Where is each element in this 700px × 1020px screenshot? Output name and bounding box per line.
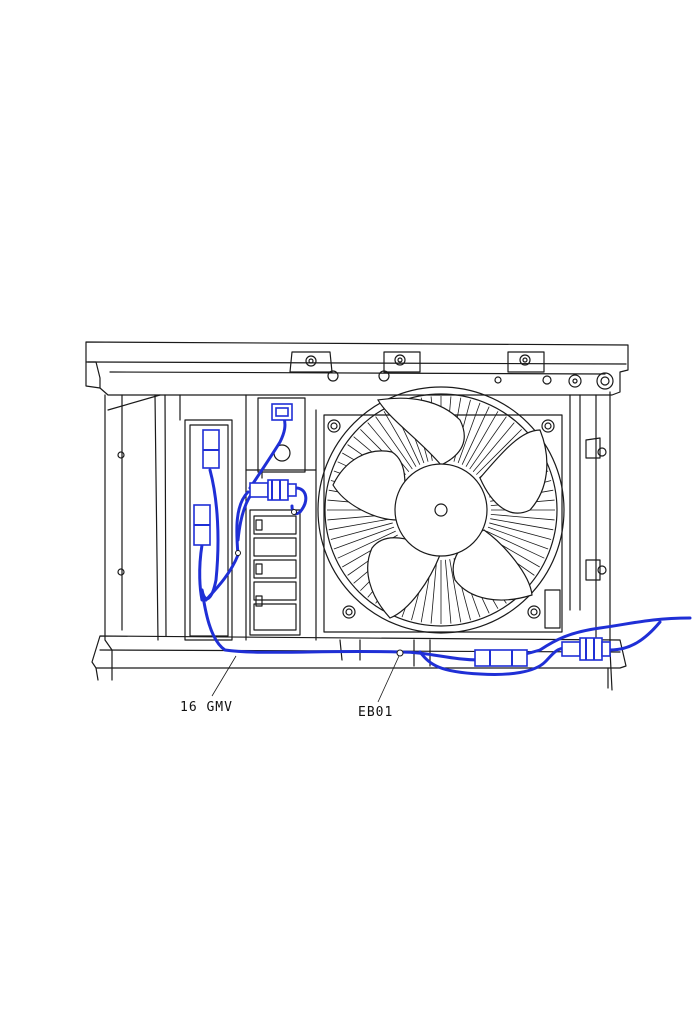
cooling-fan xyxy=(317,386,565,634)
fan-grille-line xyxy=(486,530,545,559)
fan-grille-line xyxy=(330,522,393,540)
splice-point-marker xyxy=(235,550,241,556)
earth-point-label: EB01 xyxy=(358,705,393,720)
fan-grille-line xyxy=(469,416,507,470)
harness-leader-line xyxy=(211,655,237,697)
relay-connector-lower xyxy=(193,504,211,546)
fan-grille-line xyxy=(461,406,490,465)
right-inline-connector xyxy=(561,637,611,661)
fan-grille-line xyxy=(490,518,554,531)
harness-label: 16 GMV xyxy=(180,700,233,715)
fan-grille-line xyxy=(337,530,396,559)
fan-grille-line xyxy=(375,416,413,470)
fan-grille-line xyxy=(472,422,515,472)
fan-grille-line xyxy=(333,526,395,550)
fan-grille-line xyxy=(490,513,555,521)
fan-motor-connector xyxy=(474,649,528,667)
top-module-connector xyxy=(271,403,293,421)
relay-connector-upper xyxy=(202,429,220,469)
fan-grille-line xyxy=(457,402,481,464)
fan-grille-line xyxy=(383,411,417,467)
fan-grille-line xyxy=(430,559,438,624)
fan-grille-line xyxy=(487,526,549,550)
fan-grille-line xyxy=(489,522,552,540)
earth-leader-line xyxy=(377,655,400,703)
splice-point-marker xyxy=(291,509,297,515)
fan-grille-line xyxy=(444,559,452,624)
resistor-connector xyxy=(249,479,297,501)
radiator-frame xyxy=(85,341,629,691)
fan-grille-line xyxy=(476,429,522,475)
fan-grille-line xyxy=(449,559,462,623)
fan-grille-line xyxy=(328,518,392,531)
resistor-block xyxy=(249,509,301,636)
fan-grille-line xyxy=(465,411,499,467)
earth-point-eb01-marker xyxy=(396,649,404,657)
